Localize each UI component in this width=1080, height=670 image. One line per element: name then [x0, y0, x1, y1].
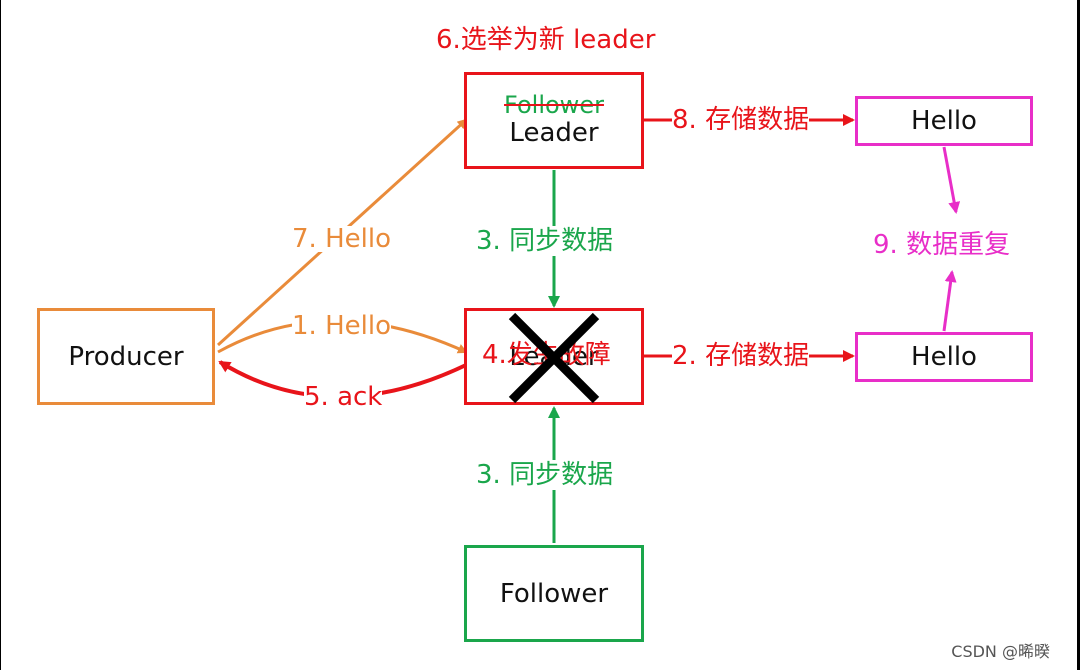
label-data-duplicate: 9. 数据重复 [873, 230, 1011, 260]
label-sync-bottom: 3. 同步数据 [476, 460, 614, 490]
label-store-8: 8. 存储数据 [672, 105, 810, 135]
top-broker-new-role: Leader [509, 118, 599, 149]
label-store-2: 2. 存储数据 [672, 341, 810, 371]
left-edge [0, 0, 1, 670]
right-edge [1077, 0, 1080, 670]
producer-label: Producer [68, 341, 184, 372]
bottom-broker-box: Follower [464, 545, 644, 642]
label-sync-top: 3. 同步数据 [476, 226, 614, 256]
arrow-duplicate-up [942, 270, 957, 332]
producer-box: Producer [37, 308, 215, 405]
top-broker-box: Follower Leader [464, 72, 644, 169]
bottom-broker-role: Follower [499, 578, 609, 609]
hello-store-top-label: Hello [911, 106, 977, 136]
arrow-duplicate-down [942, 146, 961, 214]
label-ack: 5. ack [304, 382, 383, 412]
watermark: CSDN @晞暌 [951, 642, 1050, 661]
label-send-hello-7: 7. Hello [292, 224, 391, 254]
label-elect-leader: 6.选举为新 leader [436, 25, 656, 55]
hello-store-bottom: Hello [855, 332, 1033, 382]
top-broker-old-role: Follower [504, 90, 604, 119]
hello-store-top: Hello [855, 96, 1033, 146]
hello-store-bottom-label: Hello [911, 342, 977, 372]
failure-cross-icon [508, 312, 600, 404]
label-send-hello-1: 1. Hello [292, 311, 391, 341]
